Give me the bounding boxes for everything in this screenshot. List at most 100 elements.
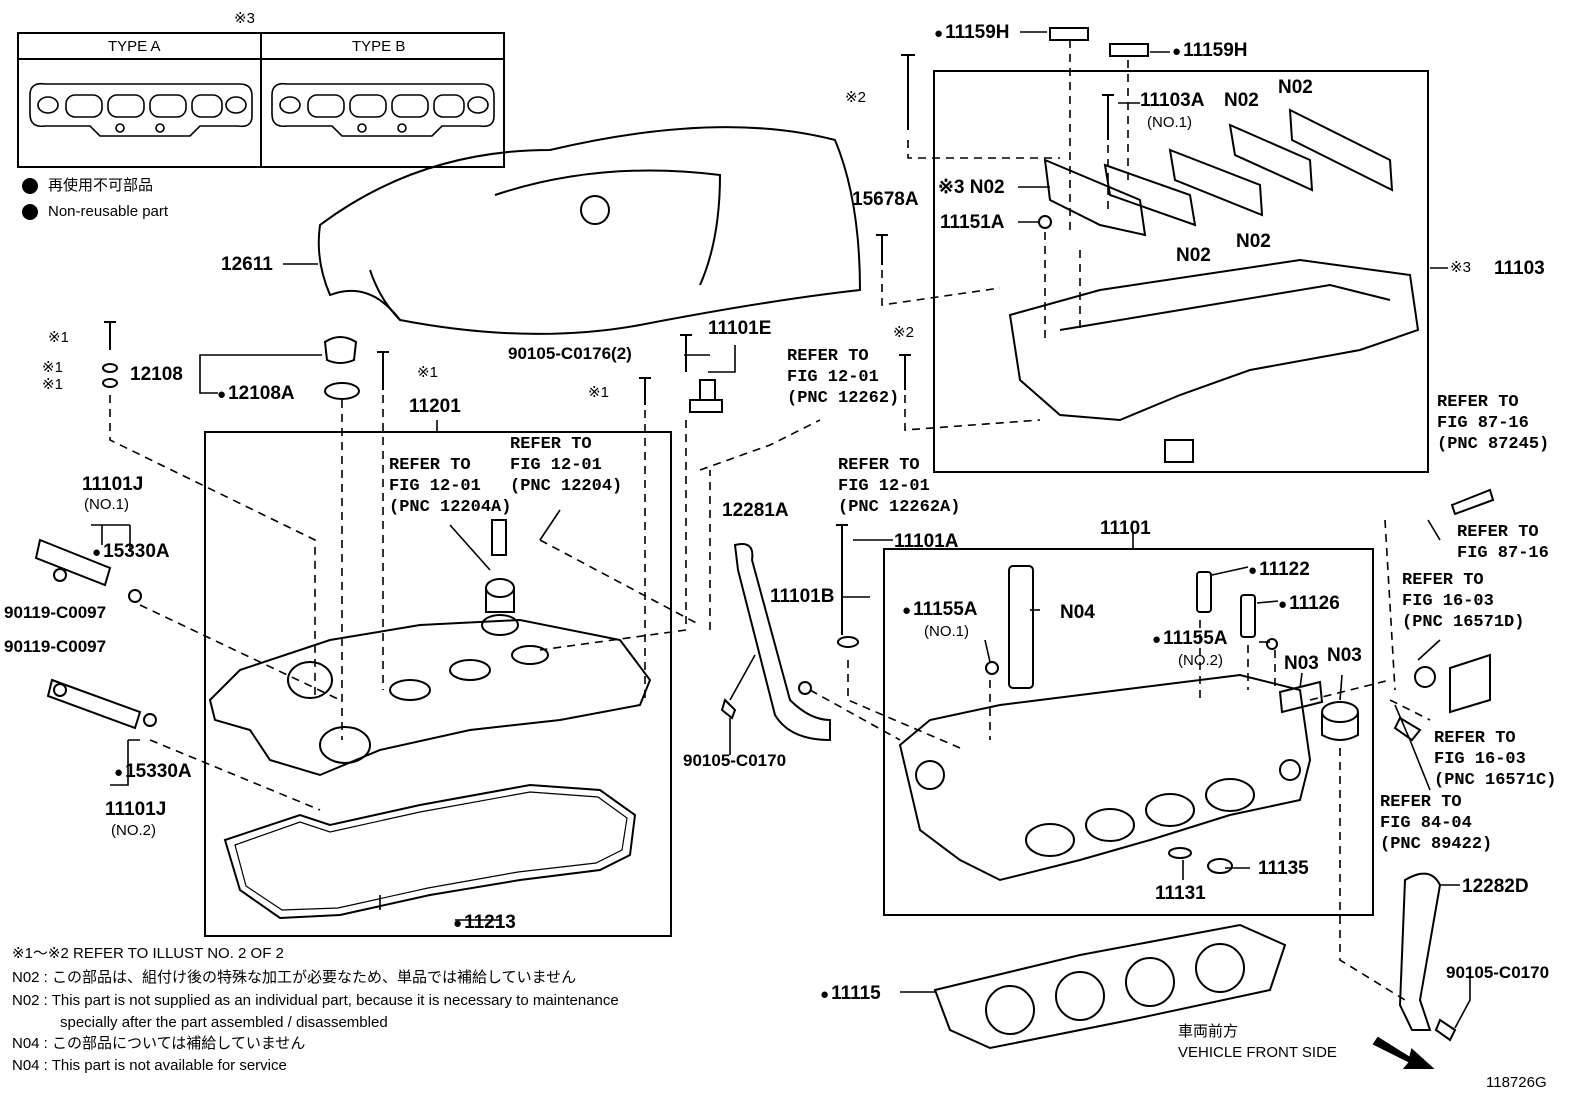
refer-16571d-line2: FIG 16-03	[1402, 592, 1494, 611]
type-a-gasket-icon	[29, 82, 253, 137]
camshaft-housing-frame	[933, 70, 1429, 473]
part-label-11115[interactable]: 11115	[820, 984, 881, 1003]
refer-12204a-line2: FIG 12-01	[389, 477, 481, 496]
part-label-90119-c0097-b[interactable]: 90119-C0097	[4, 637, 107, 656]
refer-12204-line3: (PNC 12204)	[510, 477, 623, 496]
cylinder-head-cover-part	[208, 618, 652, 777]
part-label-11101b[interactable]: 11101B	[770, 586, 835, 607]
camshaft-housing-part	[1008, 258, 1420, 422]
footnote-line-6: N04 : This part is not available for ser…	[12, 1057, 287, 1074]
refer-87245-line1: REFER TO	[1437, 393, 1519, 412]
refer-16571c-line3: (PNC 16571C)	[1434, 771, 1557, 790]
oil-filler-cap-part	[323, 336, 358, 364]
part-label-11101j-2-sub: (NO.2)	[111, 822, 156, 839]
part-label-n02-d[interactable]: N02	[1236, 231, 1271, 252]
part-label-15330a-2[interactable]: 15330A	[114, 762, 192, 781]
legend-non-reusable-jp: 再使用不可部品	[48, 177, 154, 194]
part-label-90105-c0170-b[interactable]: 90105-C0170	[1446, 963, 1550, 982]
bracket-12282d-part	[1398, 872, 1442, 1031]
footnote-line-2: N02 : この部品は、組付け後の特殊な加工が必要なため、単品では補給していませ…	[12, 969, 577, 986]
vehicle-front-jp: 車両前方	[1178, 1023, 1239, 1040]
refer-87-16-line1: REFER TO	[1457, 523, 1539, 542]
refer-16571c-line1: REFER TO	[1434, 729, 1516, 748]
refer-block-16571d: REFER TO FIG 16-03 (PNC 16571D)	[1402, 570, 1524, 633]
head-cover-gasket-part	[223, 783, 637, 920]
part-label-11101e[interactable]: 11101E	[708, 318, 772, 339]
part-label-11101[interactable]: 11101	[1100, 518, 1151, 539]
part-label-11159h-right[interactable]: 11159H	[1172, 41, 1247, 60]
drawing-number: 118726G	[1486, 1074, 1547, 1091]
part-label-12282d[interactable]: 12282D	[1462, 876, 1529, 897]
vehicle-front-en: VEHICLE FRONT SIDE	[1178, 1044, 1337, 1061]
refer-block-12204: REFER TO FIG 12-01 (PNC 12204)	[510, 434, 622, 497]
refer-89422-line3: (PNC 89422)	[1380, 835, 1493, 854]
refer-12262-line3: (PNC 12262)	[787, 389, 900, 408]
part-label-11135[interactable]: 11135	[1258, 858, 1309, 879]
part-label-n02-a[interactable]: N02	[1224, 90, 1259, 111]
refer-block-16571c: REFER TO FIG 16-03 (PNC 16571C)	[1434, 728, 1556, 791]
refer-16571c-line2: FIG 16-03	[1434, 750, 1526, 769]
part-label-11101j-1[interactable]: 11101J	[82, 474, 144, 495]
front-arrow-icon	[1372, 1036, 1435, 1069]
refer-12262-line1: REFER TO	[787, 347, 869, 366]
part-label-11103[interactable]: 11103	[1494, 258, 1545, 279]
refer-block-87245: REFER TO FIG 87-16 (PNC 87245)	[1437, 392, 1549, 455]
part-label-11159h-left[interactable]: 11159H	[934, 23, 1009, 42]
refer-block-87-16: REFER TO FIG 87-16	[1457, 522, 1549, 564]
refer-12204a-line3: (PNC 12204A)	[389, 498, 512, 517]
ocv-valve-no2-part	[46, 678, 142, 730]
refer-89422-line2: FIG 84-04	[1380, 814, 1472, 833]
part-label-12108[interactable]: 12108	[130, 364, 183, 385]
part-label-n02-c[interactable]: N02	[1176, 245, 1211, 266]
refer-block-12204a: REFER TO FIG 12-01 (PNC 12204A)	[389, 455, 511, 518]
refer-12262a-line3: (PNC 12262A)	[838, 498, 961, 517]
note-mark-1-c: ※1	[42, 376, 63, 393]
part-label-11155a-2[interactable]: 11155A	[1152, 629, 1227, 648]
part-label-12281a[interactable]: 12281A	[722, 500, 789, 521]
part-label-11126[interactable]: 11126	[1278, 594, 1340, 613]
note-mark-1-b: ※1	[42, 359, 63, 376]
part-label-15678a[interactable]: 15678A	[852, 189, 919, 210]
part-label-90105-c0176[interactable]: 90105-C0176(2)	[508, 344, 632, 363]
note-mark-3-housing: ※3	[1450, 259, 1471, 276]
part-label-90119-c0097-a[interactable]: 90119-C0097	[4, 603, 107, 622]
refer-12262-line2: FIG 12-01	[787, 368, 879, 387]
footnote-line-1: ※1～※2 REFER TO ILLUST NO. 2 OF 2	[12, 945, 284, 962]
part-label-11151a[interactable]: 11151A	[940, 212, 1005, 233]
part-label-15330a-1[interactable]: 15330A	[92, 542, 170, 561]
refer-87-16-line2: FIG 87-16	[1457, 544, 1549, 563]
part-label-n03-b[interactable]: N03	[1327, 645, 1362, 666]
footnote-line-4: specially after the part assembled / dis…	[60, 1014, 388, 1031]
part-label-12108a[interactable]: 12108A	[217, 384, 295, 403]
refer-block-12262a: REFER TO FIG 12-01 (PNC 12262A)	[838, 455, 960, 518]
type-b-label: TYPE B	[352, 38, 406, 55]
part-label-n04[interactable]: N04	[1060, 602, 1095, 623]
refer-12204-line2: FIG 12-01	[510, 456, 602, 475]
note-mark-2-mid: ※2	[893, 324, 914, 341]
part-label-11122[interactable]: 11122	[1248, 560, 1310, 579]
part-label-n02-b[interactable]: N02	[1278, 77, 1313, 98]
part-label-11103a-sub: (NO.1)	[1147, 114, 1192, 131]
part-label-n02-mark3[interactable]: ※3 N02	[938, 177, 1005, 198]
type-b-gasket-icon	[271, 82, 495, 137]
part-label-12611[interactable]: 12611	[221, 254, 273, 275]
part-label-n03-a[interactable]: N03	[1284, 653, 1319, 674]
part-label-11131[interactable]: 11131	[1155, 883, 1206, 904]
part-label-90105-c0170-a[interactable]: 90105-C0170	[683, 751, 787, 770]
footnote-line-5: N04 : この部品については補給していません	[12, 1035, 306, 1052]
part-label-11103a[interactable]: 11103A	[1140, 90, 1205, 111]
refer-12204-line1: REFER TO	[510, 435, 592, 454]
refer-12262a-line1: REFER TO	[838, 456, 920, 475]
note-mark-1-e: ※1	[588, 384, 609, 401]
note-mark-1-d: ※1	[417, 364, 438, 381]
type-table-mark: ※3	[234, 10, 255, 27]
type-a-label: TYPE A	[108, 38, 161, 55]
part-label-11101a[interactable]: 11101A	[894, 531, 959, 552]
part-label-11213[interactable]: 11213	[453, 913, 516, 932]
refer-89422-line1: REFER TO	[1380, 793, 1462, 812]
refer-87245-line3: (PNC 87245)	[1437, 435, 1550, 454]
part-label-11201[interactable]: 11201	[409, 396, 461, 417]
part-label-11101j-2[interactable]: 11101J	[105, 799, 167, 820]
part-label-11155a-1[interactable]: 11155A	[902, 600, 977, 619]
